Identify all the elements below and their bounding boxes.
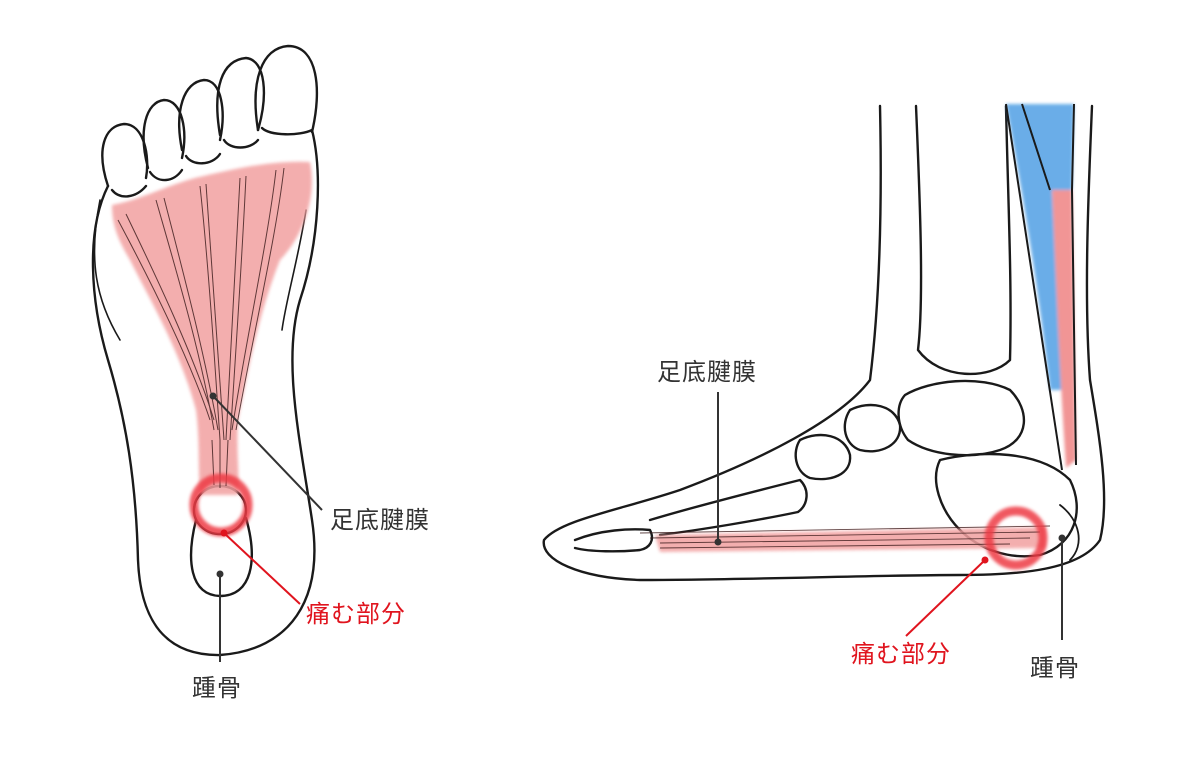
pain-ring-side xyxy=(984,506,1048,570)
third-toe xyxy=(178,78,224,152)
calcaneus-side xyxy=(934,452,1078,558)
leg-front-outline xyxy=(542,104,1106,582)
leaders-sole xyxy=(209,392,323,662)
toe-bone xyxy=(573,528,654,553)
fourth-toe xyxy=(142,98,186,170)
label-calcaneus-sole: 踵骨 xyxy=(192,674,242,702)
plantar-fascia-side xyxy=(639,525,1051,552)
navicular xyxy=(843,403,902,453)
label-calcaneus-side: 踵骨 xyxy=(1030,654,1080,682)
label-pain-area-side: 痛む部分 xyxy=(851,640,951,668)
sole-outline xyxy=(91,128,320,657)
second-toe xyxy=(216,56,266,137)
metatarsal xyxy=(648,478,808,537)
talus xyxy=(897,379,1025,457)
leaders-side xyxy=(714,392,1066,640)
cuneiform xyxy=(794,433,852,481)
label-plantar-fascia-sole: 足底腱膜 xyxy=(330,506,430,534)
tibia xyxy=(914,104,1012,376)
label-pain-area-sole: 痛む部分 xyxy=(306,600,406,628)
side-view xyxy=(542,104,1106,582)
label-plantar-fascia-side: 足底腱膜 xyxy=(657,358,757,386)
big-toe xyxy=(254,44,319,134)
fascia-fibers-sole xyxy=(117,167,285,488)
fifth-toe xyxy=(101,122,149,188)
achilles-tendon xyxy=(1006,104,1076,468)
